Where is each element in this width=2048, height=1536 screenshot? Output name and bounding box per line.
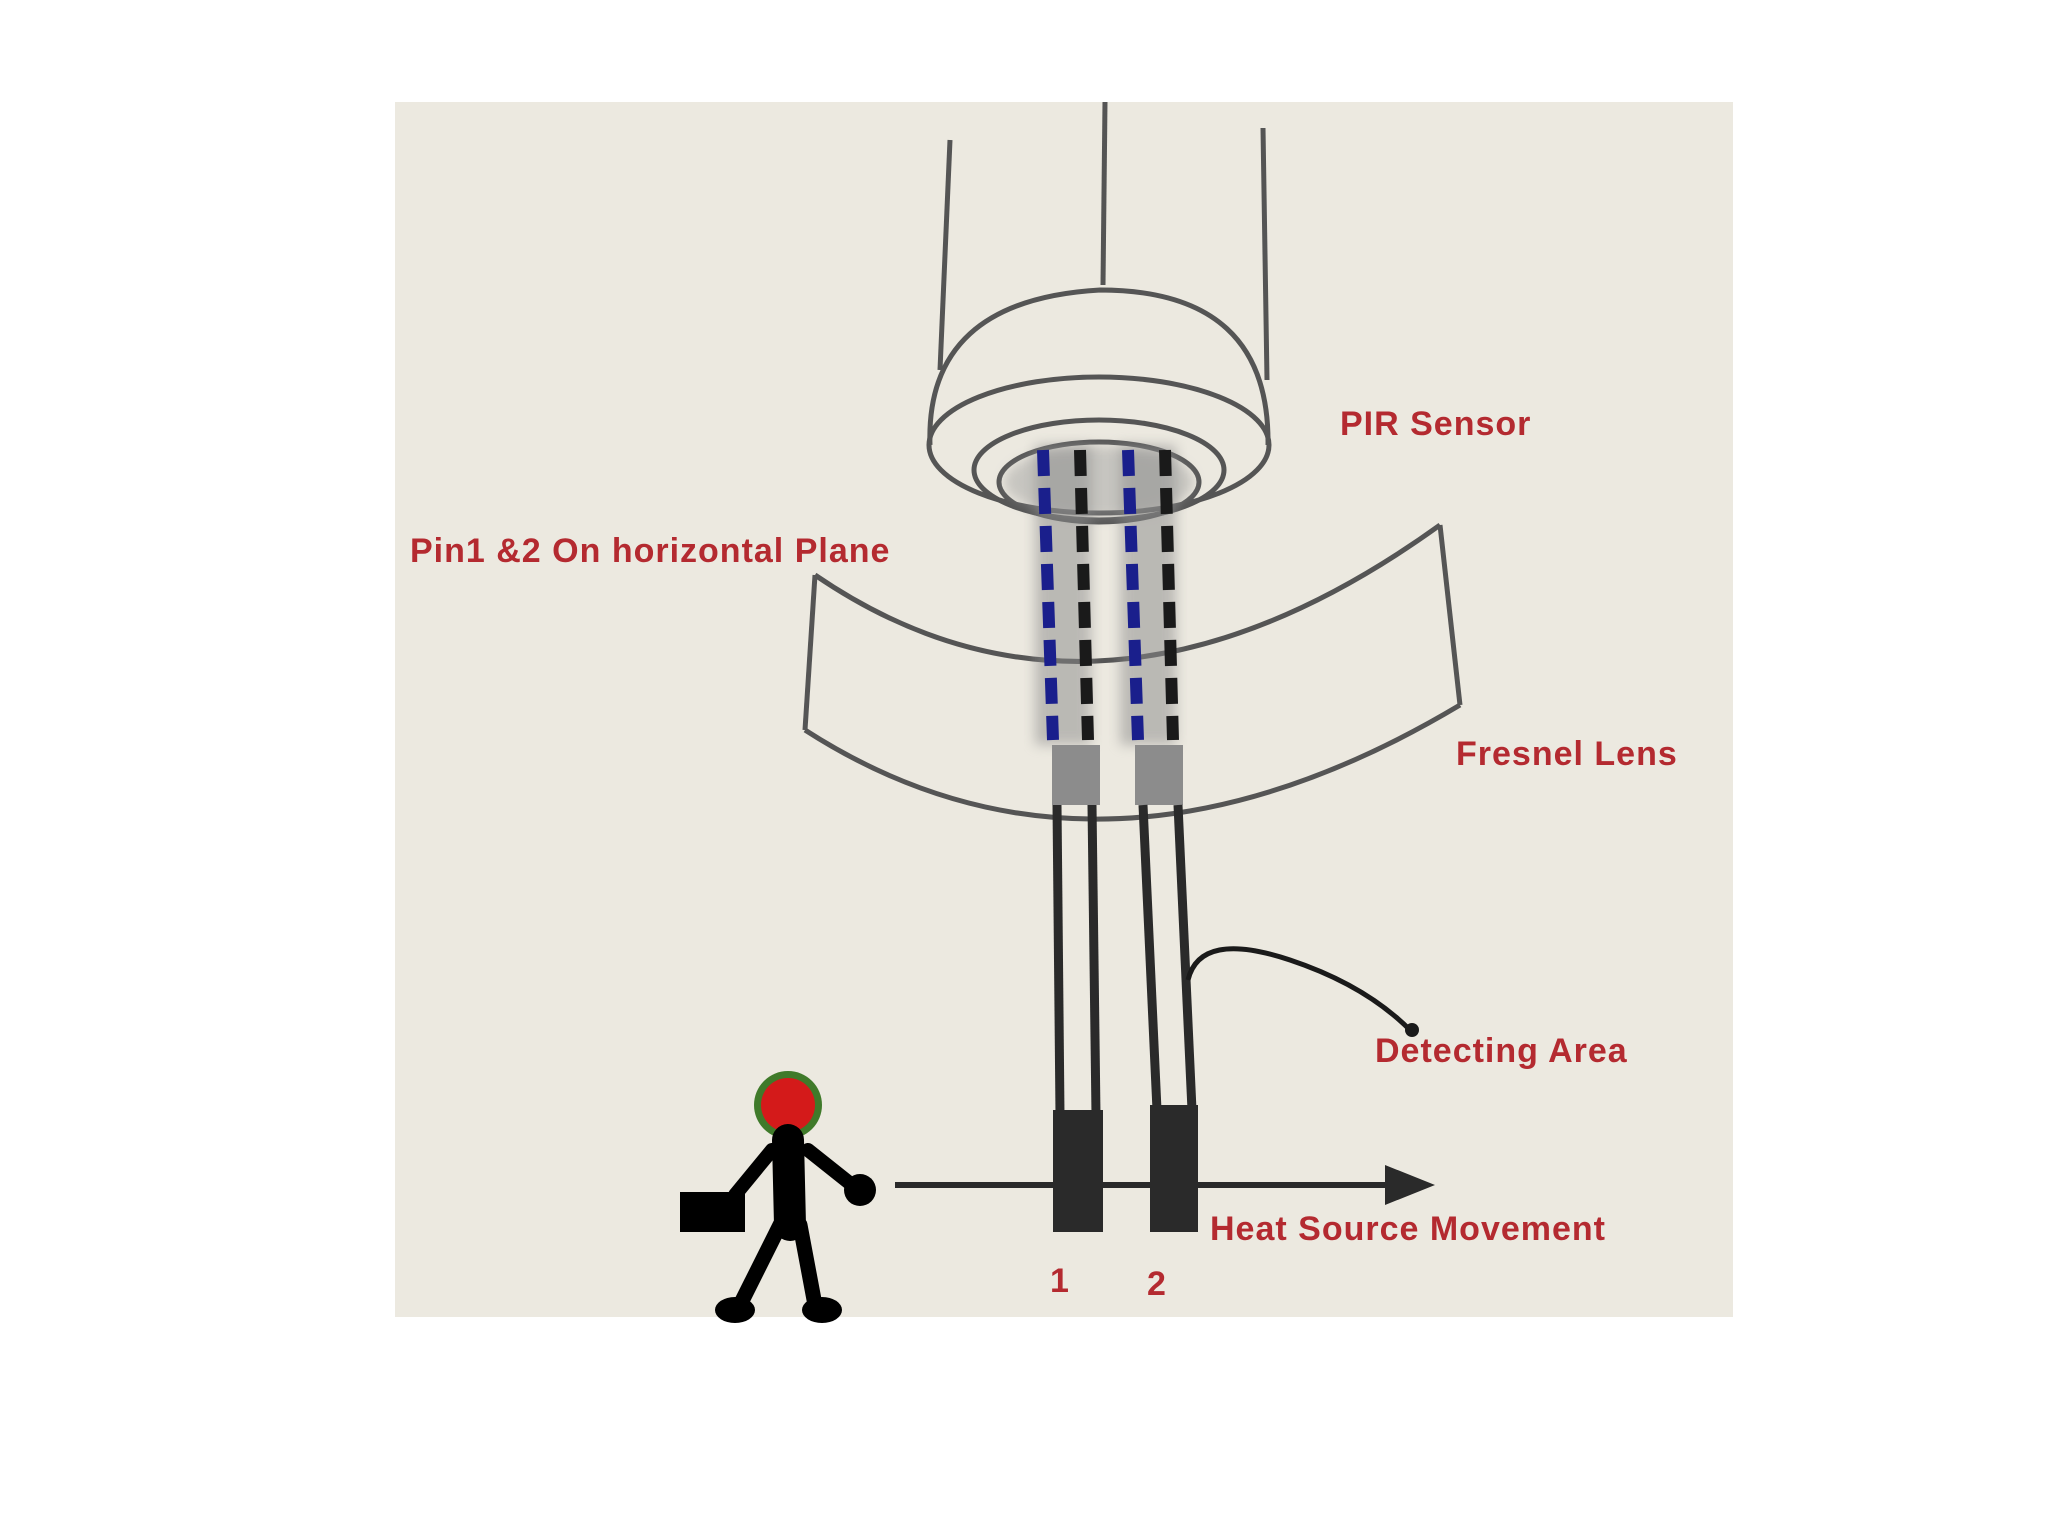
fresnel-lens-shape bbox=[802, 522, 1463, 822]
fresnel-lens-label: Fresnel Lens bbox=[1456, 735, 1678, 773]
pin1-label: 1 bbox=[1050, 1262, 1070, 1300]
pins-plane-label: Pin1 &2 On horizontal Plane bbox=[410, 532, 890, 570]
walking-person-with-briefcase-icon bbox=[680, 1071, 876, 1323]
right-arrow-icon bbox=[895, 1165, 1435, 1205]
pointer-dot bbox=[1405, 1023, 1419, 1037]
pir-sensor-dome bbox=[926, 287, 1272, 525]
detection-beam-1 bbox=[1035, 445, 1103, 1232]
sensor-leads bbox=[937, 101, 1270, 381]
pin2-label: 2 bbox=[1147, 1265, 1167, 1303]
detection-beam-2 bbox=[1120, 445, 1198, 1232]
detecting-area-pointer bbox=[1185, 946, 1412, 1032]
detecting-area-label: Detecting Area bbox=[1375, 1032, 1628, 1070]
pir-sensor-label: PIR Sensor bbox=[1340, 405, 1531, 443]
heat-source-label: Heat Source Movement bbox=[1210, 1210, 1606, 1248]
